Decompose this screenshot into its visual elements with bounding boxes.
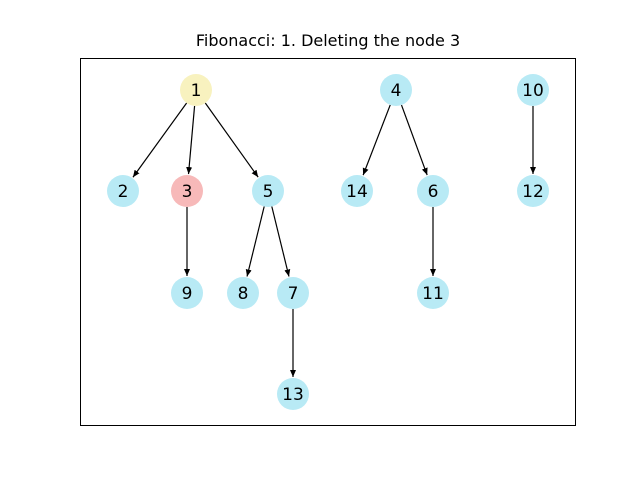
node-6: 6	[417, 175, 449, 207]
node-12: 12	[517, 175, 549, 207]
node-circle	[171, 277, 203, 309]
node-label: 3	[182, 182, 193, 202]
node-label: 8	[238, 284, 249, 304]
figure-title: Fibonacci: 1. Deleting the node 3	[195, 31, 461, 50]
node-label: 14	[346, 182, 368, 202]
edge-n5-n8	[245, 206, 265, 277]
node-1: 1	[180, 74, 212, 106]
node-9: 9	[171, 277, 203, 309]
node-label: 12	[522, 182, 544, 202]
node-7: 7	[277, 277, 309, 309]
edge-n1-n3	[186, 105, 196, 175]
node-3: 3	[171, 175, 203, 207]
node-2: 2	[107, 175, 139, 207]
edge-n4-n6	[400, 104, 428, 176]
node-circle	[517, 175, 549, 207]
node-label: 2	[118, 182, 129, 202]
node-circle	[341, 175, 373, 207]
edge-n1-n2	[132, 102, 188, 178]
node-circle	[107, 175, 139, 207]
node-label: 10	[522, 81, 544, 101]
edge-n1-n5	[204, 102, 259, 178]
node-circle	[180, 74, 212, 106]
node-circle	[380, 74, 412, 106]
node-label: 1	[191, 81, 202, 101]
node-13: 13	[277, 378, 309, 410]
node-circle	[252, 175, 284, 207]
node-circle	[417, 175, 449, 207]
edges-layer	[132, 102, 536, 377]
node-8: 8	[227, 277, 259, 309]
node-4: 4	[380, 74, 412, 106]
plot-frame	[80, 58, 576, 426]
node-label: 4	[391, 81, 402, 101]
node-11: 11	[417, 277, 449, 309]
node-circle	[277, 277, 309, 309]
node-label: 6	[428, 182, 439, 202]
node-10: 10	[517, 74, 549, 106]
node-label: 7	[288, 284, 299, 304]
node-circle	[417, 277, 449, 309]
node-label: 5	[263, 182, 274, 202]
node-label: 13	[282, 385, 304, 405]
node-label: 9	[182, 284, 193, 304]
node-5: 5	[252, 175, 284, 207]
node-circle	[277, 378, 309, 410]
edge-n4-n14	[362, 104, 391, 176]
node-circle	[517, 74, 549, 106]
node-label: 11	[422, 284, 444, 304]
node-circle	[171, 175, 203, 207]
node-14: 14	[341, 175, 373, 207]
edge-n5-n7	[271, 206, 291, 277]
node-circle	[227, 277, 259, 309]
